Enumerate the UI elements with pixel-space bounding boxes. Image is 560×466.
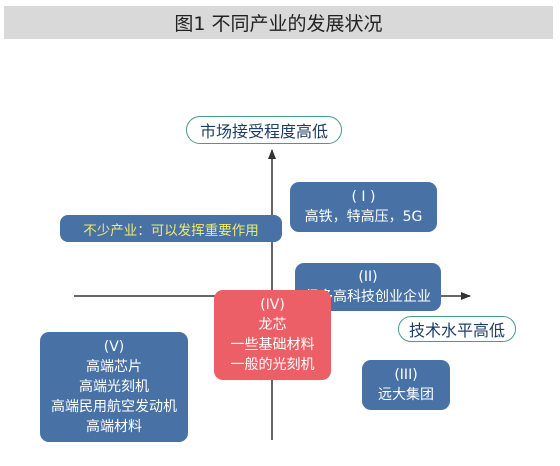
quadrant-2-numeral: (II) xyxy=(358,269,378,285)
quadrant-4-box: (IV) 龙芯 一些基础材料 一般的光刻机 xyxy=(214,290,331,380)
note-box: 不少产业：可以发挥重要作用 xyxy=(60,215,282,242)
quadrant-3-line: 远大集团 xyxy=(378,387,434,403)
quadrant-5-line: 高端民用航空发动机 xyxy=(51,399,177,415)
figure-title: 图1 不同产业的发展状况 xyxy=(4,6,553,39)
quadrant-4-numeral: (IV) xyxy=(260,297,285,313)
y-axis-label: 市场接受程度高低 xyxy=(186,116,342,144)
quadrant-2-line: 很多高科技创业企业 xyxy=(305,289,431,305)
quadrant-3-numeral: (III) xyxy=(394,367,418,383)
quadrant-3-box: (III) 远大集团 xyxy=(362,360,450,410)
quadrant-5-numeral: (V) xyxy=(103,339,125,355)
x-axis-label: 技术水平高低 xyxy=(398,316,516,342)
quadrant-4-line: 一些基础材料 xyxy=(230,337,315,353)
quadrant-5-box: (V) 高端芯片 高端光刻机 高端民用航空发动机 高端材料 xyxy=(40,332,188,442)
quadrant-4-line: 一般的光刻机 xyxy=(230,357,315,373)
quadrant-1-line: 高铁，特高压，5G xyxy=(304,209,423,225)
quadrant-1-numeral: ( I ) xyxy=(351,189,376,205)
quadrant-2-box: (II) 很多高科技创业企业 xyxy=(295,263,441,311)
quadrant-5-line: 高端芯片 xyxy=(86,359,142,375)
quadrant-1-box: ( I ) 高铁，特高压，5G xyxy=(290,182,437,232)
quadrant-5-line: 高端光刻机 xyxy=(79,379,149,395)
quadrant-5-line: 高端材料 xyxy=(86,419,142,435)
quadrant-4-line: 龙芯 xyxy=(258,317,287,333)
